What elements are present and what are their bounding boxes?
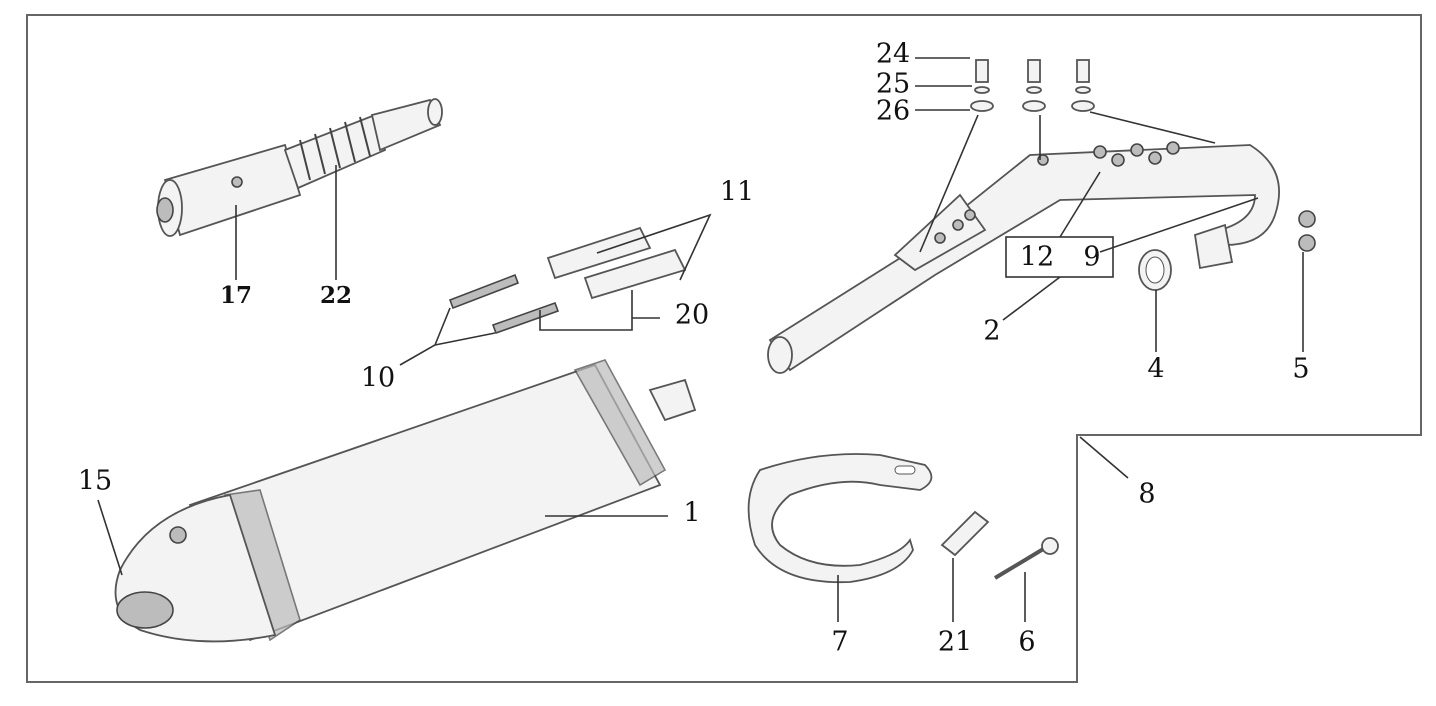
- leader-15: [97, 499, 123, 576]
- leader-26-a: [919, 114, 979, 253]
- header-pipe-part: [767, 141, 1280, 374]
- label-6: 6: [1018, 627, 1035, 658]
- label-5: 5: [1292, 354, 1309, 385]
- label-11: 11: [720, 177, 754, 208]
- leader-10a: [399, 307, 451, 366]
- label-21: 21: [938, 627, 972, 658]
- nut-part: [1298, 210, 1316, 228]
- label-12: 12: [1020, 242, 1054, 273]
- leader-11: [596, 213, 712, 281]
- label-20: 20: [675, 300, 709, 331]
- label-9: 9: [1083, 242, 1100, 273]
- label-8: 8: [1138, 479, 1155, 510]
- nut-part: [1298, 234, 1316, 252]
- leader-26-c: [1089, 111, 1216, 144]
- label-7: 7: [831, 627, 848, 658]
- leader-10b: [434, 332, 496, 346]
- silencer-insert-part: [156, 98, 443, 237]
- leader-8: [1079, 436, 1129, 479]
- label-22: 22: [320, 282, 352, 309]
- muffler-part: [114, 359, 697, 643]
- bolts-washers: [970, 59, 1095, 112]
- leader-9: [1099, 197, 1259, 253]
- bolt-part: [993, 546, 1047, 580]
- label-26: 26: [876, 96, 910, 127]
- leader-2: [1002, 276, 1061, 321]
- assembly-border: [26, 14, 1422, 683]
- label-4: 4: [1147, 354, 1164, 385]
- clamp-part: [747, 453, 933, 584]
- leader-12: [1059, 171, 1101, 238]
- label-24: 24: [876, 39, 910, 70]
- label-2: 2: [983, 316, 1000, 347]
- label-10: 10: [361, 363, 395, 394]
- label-15: 15: [78, 466, 112, 497]
- label-17: 17: [220, 282, 252, 309]
- leader-20-bracket: [539, 290, 633, 331]
- label-25: 25: [876, 69, 910, 100]
- label-1: 1: [683, 498, 700, 529]
- spacer-part: [940, 510, 990, 557]
